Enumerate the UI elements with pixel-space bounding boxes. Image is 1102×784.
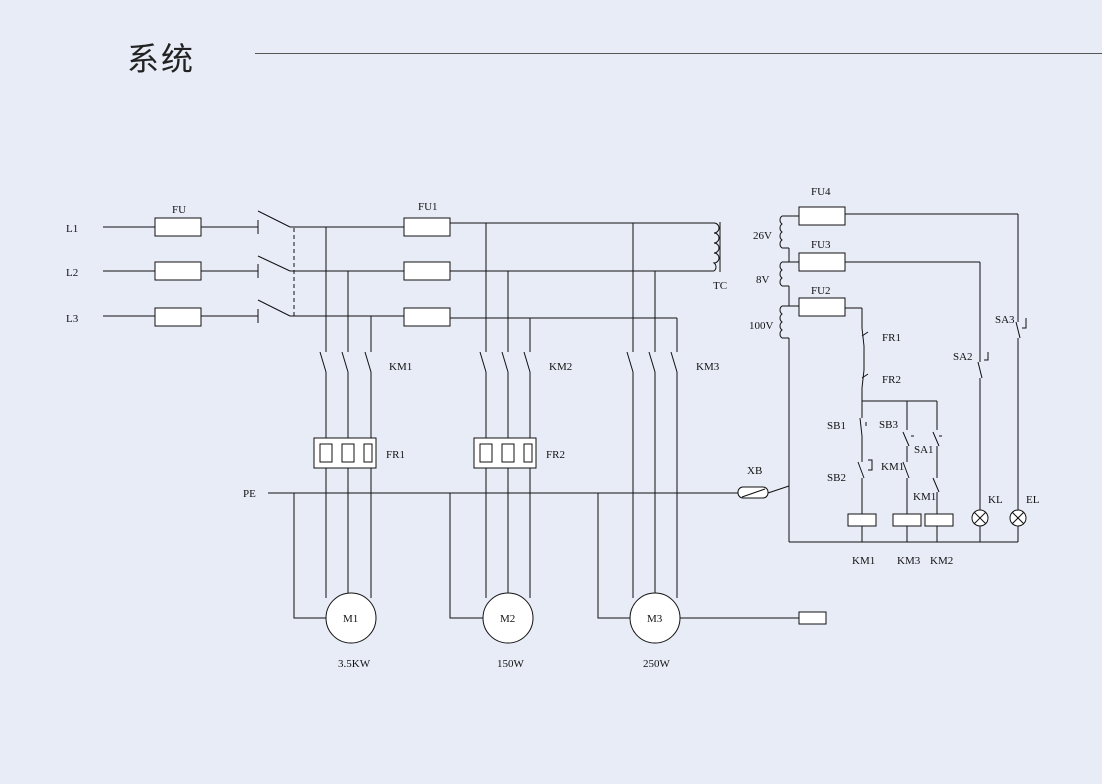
- label-M1: M1: [343, 613, 358, 625]
- label-L3: L3: [66, 313, 79, 325]
- label-SA3: SA3: [995, 314, 1015, 326]
- label-EL: EL: [1026, 494, 1040, 506]
- label-26V: 26V: [753, 230, 772, 242]
- label-KL: KL: [988, 494, 1003, 506]
- label-M2: M2: [500, 613, 515, 625]
- branch-m1: [293, 227, 377, 644]
- label-KM2-coil: KM2: [930, 555, 953, 567]
- label-100V: 100V: [749, 320, 774, 332]
- label-L2: L2: [66, 267, 78, 279]
- label-KM1-main: KM1: [389, 361, 412, 373]
- label-FR2-ctrl: FR2: [882, 374, 901, 386]
- column-km3: [892, 401, 922, 542]
- label-FR2-main: FR2: [546, 449, 565, 461]
- label-SA2: SA2: [953, 351, 973, 363]
- label-FU: FU: [172, 204, 186, 216]
- label-KM1-coil: KM1: [852, 555, 875, 567]
- column-kl: [971, 262, 989, 542]
- branch-m3: [597, 223, 827, 644]
- label-XB: XB: [747, 465, 762, 477]
- transformer-secondary: [779, 215, 799, 542]
- label-SA1: SA1: [914, 444, 934, 456]
- label-FR1-ctrl: FR1: [882, 332, 901, 344]
- label-SB1: SB1: [827, 420, 846, 432]
- main-switch: [257, 210, 295, 323]
- label-P2: 150W: [497, 658, 525, 670]
- main-fuses: [103, 217, 258, 327]
- label-KM2-main: KM2: [549, 361, 572, 373]
- label-P1: 3.5KW: [338, 658, 371, 670]
- label-P3: 250W: [643, 658, 671, 670]
- bus-lines: [290, 217, 714, 327]
- label-KM3-main: KM3: [696, 361, 720, 373]
- pe-line: [268, 485, 790, 499]
- overload-contacts: [861, 308, 937, 402]
- column-km1: [847, 401, 877, 542]
- label-KM3-coil: KM3: [897, 555, 921, 567]
- label-FU2: FU2: [811, 285, 831, 297]
- control-fuses: [798, 206, 1018, 317]
- page-title: 系统: [127, 40, 196, 78]
- label-TC: TC: [713, 280, 727, 292]
- label-8V: 8V: [756, 274, 770, 286]
- transformer-primary: [712, 222, 721, 272]
- branch-m2: [449, 223, 537, 644]
- label-SB2: SB2: [827, 472, 846, 484]
- column-el: [1009, 214, 1027, 542]
- label-KM1-aux: KM1: [881, 461, 904, 473]
- column-km2: [924, 401, 954, 542]
- title-rule: [255, 53, 1102, 54]
- label-L1: L1: [66, 223, 78, 235]
- label-M3: M3: [647, 613, 663, 625]
- label-SB3: SB3: [879, 419, 898, 431]
- label-FR1-main: FR1: [386, 449, 405, 461]
- label-PE: PE: [243, 488, 256, 500]
- label-FU3: FU3: [811, 239, 831, 251]
- label-FU1: FU1: [418, 201, 438, 213]
- label-KM1-aux2: KM1: [913, 491, 936, 503]
- label-FU4: FU4: [811, 186, 831, 198]
